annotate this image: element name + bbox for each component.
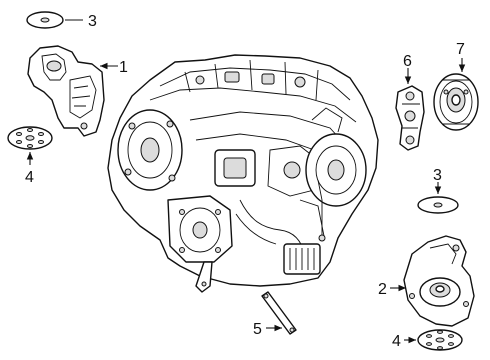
strap-bracket xyxy=(261,291,297,335)
callout-4-left: 4 xyxy=(25,169,34,186)
callout-5: 5 xyxy=(253,321,262,338)
transmission-assembly xyxy=(107,54,379,293)
engine-mount-left xyxy=(27,45,105,137)
engine-mount-right xyxy=(403,235,475,327)
callout-3-right: 3 xyxy=(433,167,442,184)
washer-right xyxy=(417,196,459,214)
callout-6: 6 xyxy=(403,53,412,70)
callout-4-bottom: 4 xyxy=(392,333,401,350)
callout-3-top: 3 xyxy=(88,13,97,30)
round-mount xyxy=(433,73,479,131)
callout-2: 2 xyxy=(378,281,387,298)
callout-7: 7 xyxy=(456,41,465,58)
damper-plate-bottom-right xyxy=(417,329,463,351)
washer-top-left xyxy=(26,11,64,29)
link-bracket xyxy=(395,85,425,151)
damper-plate-left xyxy=(7,126,53,150)
callout-1: 1 xyxy=(119,59,128,76)
